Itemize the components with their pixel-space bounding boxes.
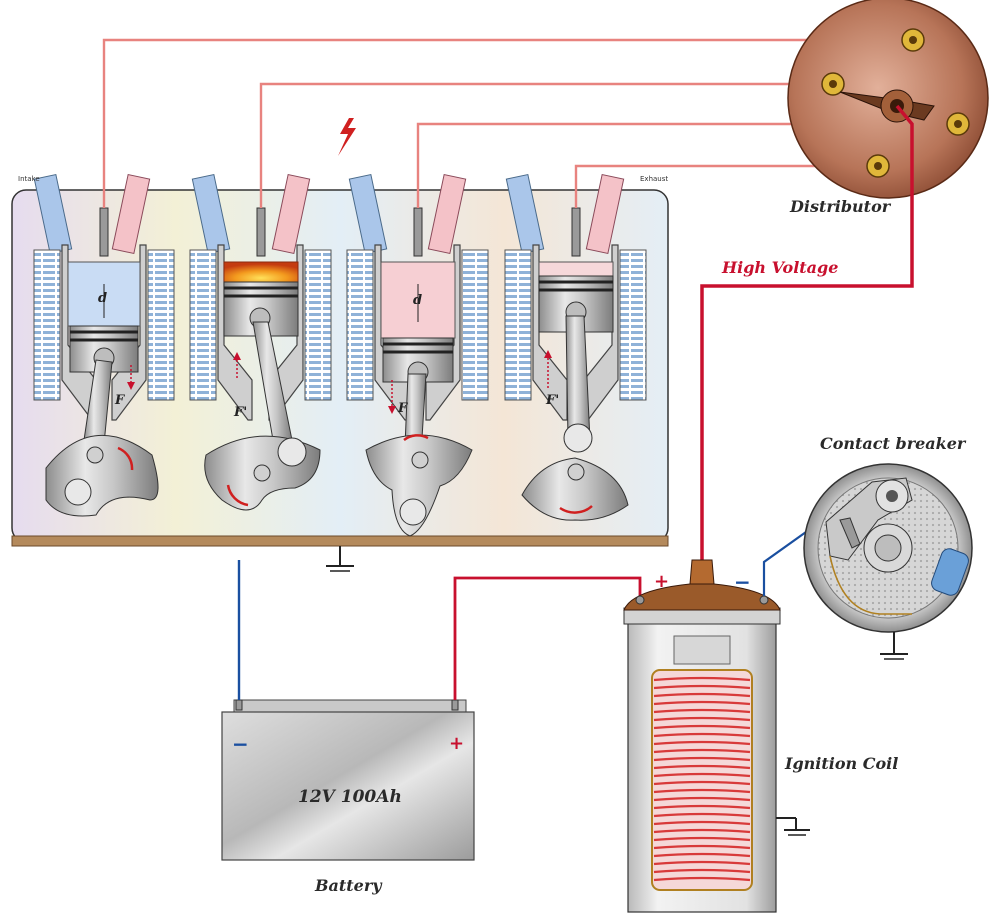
distributor-label: Distributor (790, 197, 891, 216)
exhaust-ports (111, 173, 625, 255)
cylinder-1 (45, 261, 159, 517)
battery-positive-wire (453, 576, 642, 700)
breaker-ground-icon (880, 632, 908, 660)
contact-breaker (803, 463, 973, 633)
cylinder-3 (365, 261, 473, 537)
ignition-coil-label: Ignition Coil (785, 754, 899, 773)
cylinder-4-force-label: F' (545, 393, 559, 408)
battery-negative-symbol: − (232, 732, 249, 756)
ignition-coil (623, 559, 781, 913)
exhaust-label: Exhaust (640, 175, 669, 183)
battery-rating-label: 12V 100Ah (298, 787, 402, 807)
coil-ground-icon (776, 817, 810, 836)
condenser-icon (931, 548, 969, 596)
cylinder-1-displacement-label: d (98, 291, 107, 306)
high-voltage-label: High Voltage (722, 258, 839, 277)
cylinder-2-force-label: F' (233, 405, 247, 420)
cylinder-3-force-label: F (397, 401, 408, 416)
distributor-terminals (821, 28, 970, 178)
coil-windings (651, 669, 753, 891)
intake-label: Intake (18, 175, 40, 183)
cooling-fins (33, 249, 647, 401)
coil-positive-symbol: + (654, 571, 670, 592)
contact-breaker-label: Contact breaker (820, 434, 966, 453)
distributor (787, 0, 989, 199)
spark-lightning-icon (338, 118, 356, 156)
battery (221, 699, 475, 861)
spark-plug-wires (102, 38, 958, 208)
cylinder-4 (521, 261, 629, 521)
cylinder-1-force-label: F (114, 393, 125, 408)
coil-negative-symbol: − (734, 570, 751, 594)
battery-positive-symbol: + (449, 733, 465, 754)
engine-block (11, 173, 669, 547)
high-voltage-wire (700, 104, 914, 566)
engine-ground-icon (326, 546, 354, 572)
battery-label: Battery (315, 876, 382, 895)
cylinder-2 (204, 261, 321, 511)
cylinder-3-displacement-label: d (413, 293, 422, 308)
